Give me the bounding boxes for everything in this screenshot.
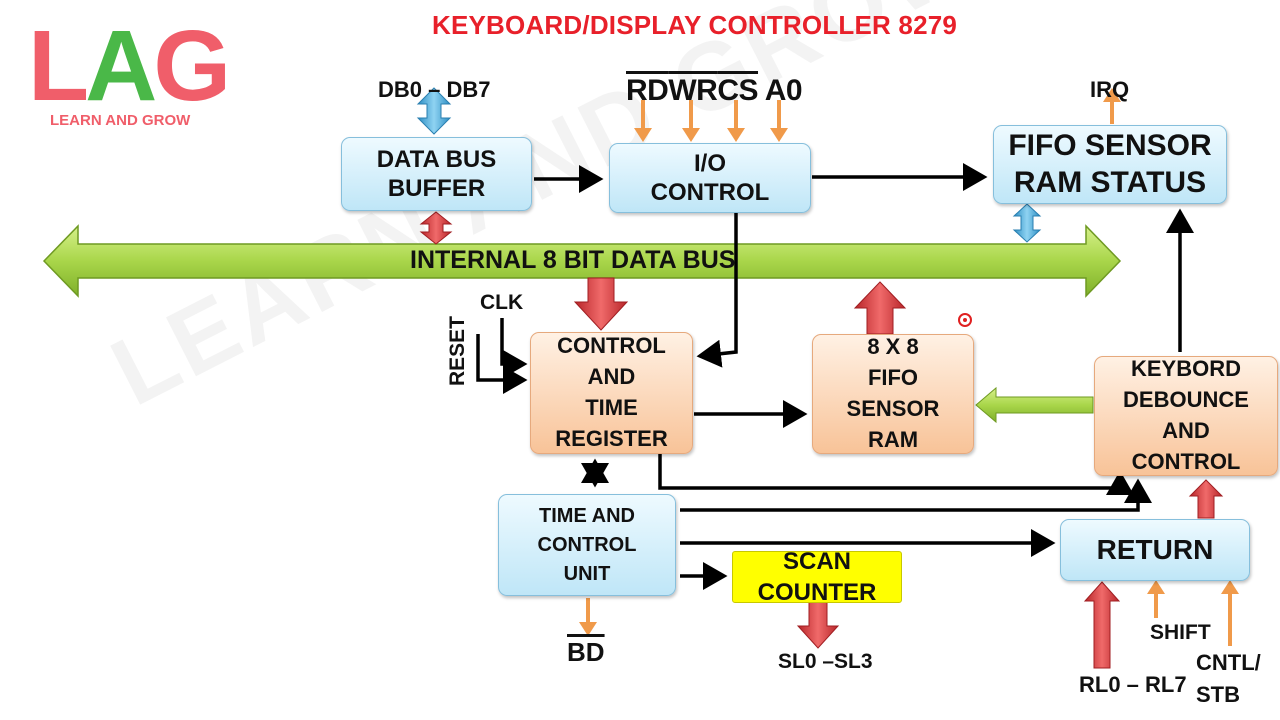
shift-label: SHIFT [1150, 621, 1211, 644]
scan-to-sl-arrow [796, 601, 840, 649]
return-block: RETURN [1060, 519, 1250, 581]
fifo-sensor-ram-block: 8 X 8 FIFO SENSOR RAM [812, 334, 974, 454]
sl-label: SL0 –SL3 [778, 650, 873, 673]
shift-cntl-arrows [1147, 580, 1239, 646]
db-bidirectional-arrow [416, 87, 452, 135]
io-pin-labels: RDWRCS A0 [626, 74, 803, 108]
fifo-ram-to-bus-arrow [853, 281, 907, 335]
bd-label: BD [567, 637, 605, 667]
bus-to-control-arrow [573, 277, 629, 331]
logo-subtitle: LEARN AND GROW [50, 112, 191, 129]
internal-bus-label: INTERNAL 8 BIT DATA BUS [410, 246, 736, 274]
logo-mark: LAG [28, 10, 231, 122]
irq-label: IRQ [1090, 77, 1130, 102]
return-to-debounce-arrow [1188, 479, 1224, 519]
a0-label: A0 [764, 74, 803, 107]
keyboard-debounce-block: KEYBORD DEBOUNCE AND CONTROL [1094, 356, 1278, 476]
cntl-label: CNTL/ [1196, 650, 1261, 675]
clk-label: CLK [480, 291, 524, 314]
irq-arrow [1103, 88, 1121, 124]
pointer-dot [958, 313, 972, 327]
cs-label: CS [717, 74, 759, 107]
time-control-unit-block: TIME AND CONTROL UNIT [498, 494, 676, 596]
stb-label: STB [1196, 682, 1240, 707]
io-control-block: I/O CONTROL [609, 143, 811, 213]
internal-bus-arrow [42, 224, 1122, 298]
fifo-status-block: FIFO SENSOR RAM STATUS [993, 125, 1227, 204]
logo: LAG LEARN AND GROW [28, 16, 231, 132]
scan-counter-block: SCAN COUNTER [732, 548, 902, 606]
rd-label: RD [626, 74, 669, 107]
bd-arrow [579, 598, 597, 636]
signal-lines [476, 163, 1194, 590]
io-pin-arrows [634, 100, 788, 142]
control-time-register-block: CONTROL AND TIME REGISTER [530, 332, 693, 454]
reset-label: RESET [446, 315, 469, 386]
rl-to-return-arrow [1083, 581, 1121, 669]
wr-label: WR [668, 74, 718, 107]
data-bus-buffer-block: DATA BUS BUFFER [341, 137, 532, 211]
dbb-bus-arrow [419, 211, 453, 245]
debounce-to-ram-arrow [975, 386, 1094, 424]
db-label: DB0 – DB7 [378, 77, 491, 102]
fifo-status-bus-arrow [1012, 203, 1042, 243]
page-title: KEYBOARD/DISPLAY CONTROLLER 8279 [432, 10, 958, 40]
rl-label: RL0 – RL7 [1079, 672, 1187, 697]
